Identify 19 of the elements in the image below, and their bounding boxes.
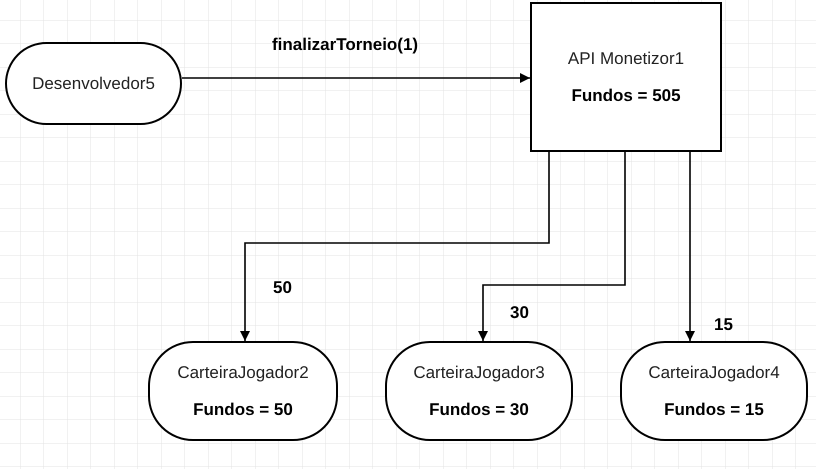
node-value: Fundos = 50 [193,399,293,421]
arrow [240,152,550,341]
node-value: Fundos = 505 [571,85,681,107]
arrow [685,152,695,341]
arrow [478,152,626,341]
edge-label: finalizarTorneio(1) [272,34,418,56]
node-value: Fundos = 15 [664,399,764,421]
node-title: API Monetizor1 [568,48,684,70]
node-title: Desenvolvedor5 [32,72,155,95]
node-title: CarteiraJogador4 [648,362,780,384]
node-title: CarteiraJogador3 [413,362,545,384]
arrow [182,73,530,83]
terminal-node [5,42,182,125]
process-box [530,2,722,152]
node-value: Fundos = 30 [429,399,529,421]
edge-label: 30 [510,302,529,324]
node-title: CarteiraJogador2 [177,362,309,384]
edge-label: 15 [714,314,733,336]
edge-label: 50 [273,277,292,299]
